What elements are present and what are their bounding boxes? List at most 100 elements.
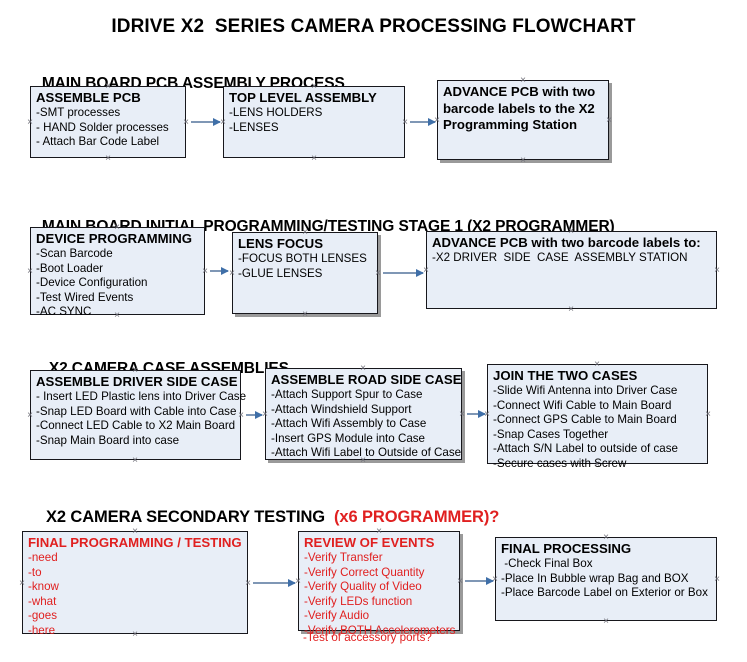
node-join-the-two-cases[interactable]: JOIN THE TWO CASES -Slide Wifi Antenna i… <box>487 364 708 470</box>
node-line: -LENSES <box>229 120 279 134</box>
connection-handle-left[interactable] <box>26 411 35 420</box>
node-lens-focus[interactable]: LENS FOCUS -FOCUS BOTH LENSES -GLUE LENS… <box>232 232 378 314</box>
node-line: -Place Barcode Label on Exterior or Box <box>501 586 708 600</box>
node-line: -need <box>28 551 58 564</box>
node-line: -Verify LEDs function <box>304 594 413 608</box>
node-line-overflow: -Test of accessory ports? <box>303 631 432 644</box>
connection-handle-top[interactable] <box>375 527 384 536</box>
node-line: -Secure cases with Screw <box>493 456 627 470</box>
connection-handle-top[interactable] <box>359 364 368 373</box>
node-assemble-driver-side-case[interactable]: ASSEMBLE DRIVER SIDE CASE - Insert LED P… <box>30 370 247 460</box>
arrow-driver-side-case-to-road-side-case <box>246 411 263 419</box>
connection-handle-top[interactable] <box>567 227 576 236</box>
connection-handle-left[interactable] <box>228 269 237 278</box>
connection-handle-top[interactable] <box>602 533 611 542</box>
connection-handle-top[interactable] <box>301 228 310 237</box>
connection-handle-left[interactable] <box>18 579 27 588</box>
connection-handle-bottom[interactable] <box>113 311 122 320</box>
connection-handle-bottom[interactable] <box>359 456 368 465</box>
node-line: -Attach Support Spur to Case <box>271 388 423 401</box>
node-line: -Check Final Box <box>501 557 593 570</box>
connection-handle-left[interactable] <box>294 577 303 586</box>
connection-handle-left[interactable] <box>491 575 500 584</box>
node-line: -SMT processes <box>36 106 121 119</box>
section-heading-x2-camera-secondary-testing: X2 CAMERA SECONDARY TESTING (x6 PROGRAMM… <box>28 489 499 546</box>
connection-handle-left[interactable] <box>433 116 442 125</box>
connection-handle-bottom[interactable] <box>104 154 113 163</box>
node-line: -GLUE LENSES <box>238 266 323 280</box>
connection-handle-bottom[interactable] <box>131 630 140 639</box>
arrow-device-programming-to-lens-focus <box>210 267 229 275</box>
node-line: -AC SYNC <box>36 305 92 319</box>
connection-handle-bottom[interactable] <box>567 305 576 314</box>
node-title: ASSEMBLE DRIVER SIDE CASE <box>36 374 238 389</box>
connection-handle-right[interactable] <box>713 266 722 275</box>
connection-handle-right[interactable] <box>401 118 410 127</box>
connection-handle-left[interactable] <box>219 118 228 127</box>
connection-handle-bottom[interactable] <box>593 460 602 469</box>
node-title: FINAL PROGRAMMING / TESTING <box>28 535 242 550</box>
connection-handle-top[interactable] <box>104 82 113 91</box>
node-title: DEVICE PROGRAMMING <box>36 231 193 246</box>
arrow-lens-focus-to-advance-pcb <box>383 269 424 277</box>
connection-handle-bottom[interactable] <box>131 456 140 465</box>
connection-handle-left[interactable] <box>422 266 431 275</box>
node-line: -Snap Cases Together <box>493 427 609 441</box>
connection-handle-right[interactable] <box>605 116 614 125</box>
node-title: ASSEMBLE ROAD SIDE CASE <box>271 372 462 387</box>
connection-handle-top[interactable] <box>113 223 122 232</box>
connection-handle-top[interactable] <box>310 82 319 91</box>
node-line: - HAND Solder processes <box>36 120 169 134</box>
connection-handle-top[interactable] <box>519 76 528 85</box>
node-assemble-road-side-case[interactable]: ASSEMBLE ROAD SIDE CASE -Attach Support … <box>265 368 462 460</box>
connection-handle-top[interactable] <box>131 366 140 375</box>
connection-handle-left[interactable] <box>483 410 492 419</box>
node-line: -to <box>28 565 42 579</box>
connection-handle-bottom[interactable] <box>301 310 310 319</box>
connection-handle-top[interactable] <box>131 527 140 536</box>
node-line: -Snap LED Board with Cable into Case <box>36 404 237 418</box>
node-advance-pcb-to-driver-side-case-station[interactable]: ADVANCE PCB with two barcode labels to: … <box>426 231 717 309</box>
page-title: IDRIVE X2 SERIES CAMERA PROCESSING FLOWC… <box>111 16 636 37</box>
connection-handle-right[interactable] <box>182 118 191 127</box>
connection-handle-top[interactable] <box>593 360 602 369</box>
node-line: -Attach S/N Label to outside of case <box>493 442 678 456</box>
node-line: -Attach Windshield Support <box>271 402 412 416</box>
connection-handle-right[interactable] <box>704 410 713 419</box>
connection-handle-bottom[interactable] <box>602 617 611 626</box>
node-final-programming-testing[interactable]: FINAL PROGRAMMING / TESTING -need -to -k… <box>22 531 248 637</box>
connection-handle-left[interactable] <box>26 118 35 127</box>
node-line: - Insert LED Plastic lens into Driver Ca… <box>36 390 247 403</box>
node-line: -Slide Wifi Antenna into Driver Case <box>493 384 678 397</box>
node-line: -Place In Bubble wrap Bag and BOX <box>501 571 689 585</box>
node-device-programming[interactable]: DEVICE PROGRAMMING -Scan Barcode -Boot L… <box>30 227 205 318</box>
connection-handle-left[interactable] <box>261 410 270 419</box>
node-title: TOP LEVEL ASSEMBLY <box>229 90 377 105</box>
node-final-processing[interactable]: FINAL PROCESSING -Check Final Box -Place… <box>495 537 717 621</box>
connection-handle-bottom[interactable] <box>519 156 528 165</box>
node-title: ADVANCE PCB with two barcode labels to t… <box>443 84 596 132</box>
node-advance-pcb-to-x2-programming-station[interactable]: ADVANCE PCB with two barcode labels to t… <box>437 80 609 160</box>
node-line: -know <box>28 580 59 594</box>
node-line: -Snap Main Board into case <box>36 433 180 447</box>
connection-handle-right[interactable] <box>713 575 722 584</box>
connection-handle-bottom[interactable] <box>310 154 319 163</box>
connection-handle-right[interactable] <box>458 410 467 419</box>
node-title: ADVANCE PCB with two barcode labels to: <box>432 235 701 250</box>
connection-handle-right[interactable] <box>456 577 465 586</box>
connection-handle-right[interactable] <box>237 411 246 420</box>
node-review-of-events[interactable]: REVIEW OF EVENTS -Verify Transfer -Verif… <box>298 531 460 637</box>
node-line: -Attach Wifi Assembly to Case <box>271 417 427 431</box>
node-line: -Test Wired Events <box>36 290 134 304</box>
connection-handle-right[interactable] <box>201 267 210 276</box>
connection-handle-right[interactable] <box>374 269 383 278</box>
node-line: -what <box>28 594 57 608</box>
connection-handle-right[interactable] <box>244 579 253 588</box>
node-assemble-pcb[interactable]: ASSEMBLE PCB -SMT processes - HAND Solde… <box>30 86 186 158</box>
node-top-level-assembly[interactable]: TOP LEVEL ASSEMBLY -LENS HOLDERS -LENSES <box>223 86 405 158</box>
connection-handle-bottom[interactable] <box>375 627 384 636</box>
arrow-review-of-events-to-final-processing <box>465 577 494 585</box>
connection-handle-left[interactable] <box>26 267 35 276</box>
arrow-final-programming-to-review-of-events <box>253 579 296 587</box>
